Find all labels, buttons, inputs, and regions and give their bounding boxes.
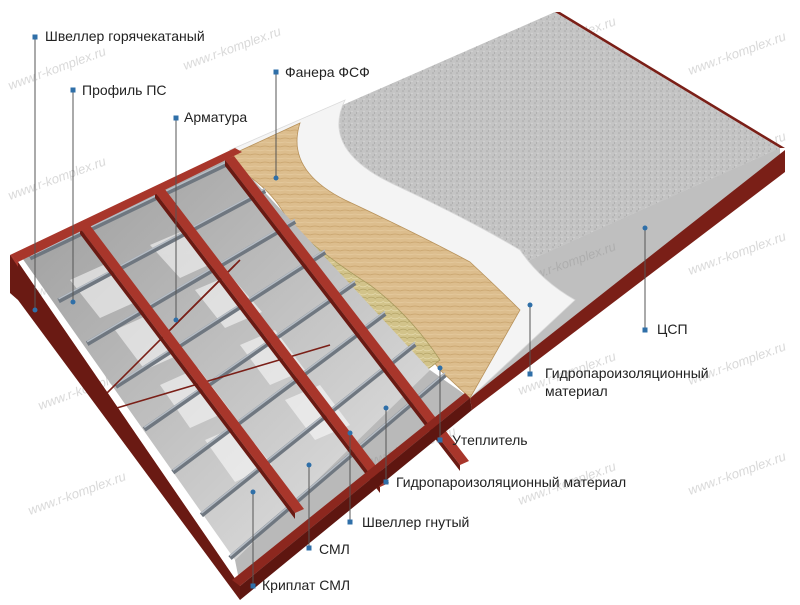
callout-marker: [438, 438, 443, 443]
label-ps-profile: Профиль ПС: [82, 81, 167, 99]
watermark-text: www.r-komplex.ru: [26, 468, 128, 517]
callout-point: [33, 308, 38, 313]
label-insulation: Утеплитель: [452, 431, 528, 449]
label-plywood: Фанера ФСФ: [285, 63, 370, 81]
label-sml-fastener: Криплат СМЛ: [262, 576, 350, 594]
callout-marker: [71, 88, 76, 93]
label-membrane-bottom: Гидропароизоляционный материал: [396, 473, 626, 491]
callout-marker: [643, 328, 648, 333]
callout-point: [71, 300, 76, 305]
callout-marker: [348, 520, 353, 525]
callout-point: [384, 406, 389, 411]
watermark-text: www.r-komplex.ru: [686, 28, 788, 77]
callout-marker: [33, 35, 38, 40]
callout-point: [251, 490, 256, 495]
watermark-text: www.r-komplex.ru: [6, 153, 108, 202]
callout-point: [643, 226, 648, 231]
callout-marker: [528, 372, 533, 377]
callout-marker: [174, 116, 179, 121]
callout-point: [274, 176, 279, 181]
callout-marker: [307, 546, 312, 551]
label-membrane-top: Гидропароизоляционный материал: [545, 364, 755, 400]
callout-point: [348, 431, 353, 436]
label-rebar: Арматура: [184, 108, 247, 126]
callout-marker: [384, 480, 389, 485]
callout-marker: [251, 584, 256, 589]
callout-point: [174, 318, 179, 323]
watermark-text: www.r-komplex.ru: [686, 448, 788, 497]
label-bent-channel: Швеллер гнутый: [362, 513, 469, 531]
watermark-text: www.r-komplex.ru: [686, 228, 788, 277]
callout-point: [528, 303, 533, 308]
label-hot-rolled-channel: Швеллер горячекатаный: [45, 27, 205, 45]
callout-point: [438, 366, 443, 371]
label-csp: ЦСП: [657, 320, 688, 338]
callout-point: [307, 463, 312, 468]
label-sml: СМЛ: [319, 540, 350, 558]
callout-marker: [274, 70, 279, 75]
